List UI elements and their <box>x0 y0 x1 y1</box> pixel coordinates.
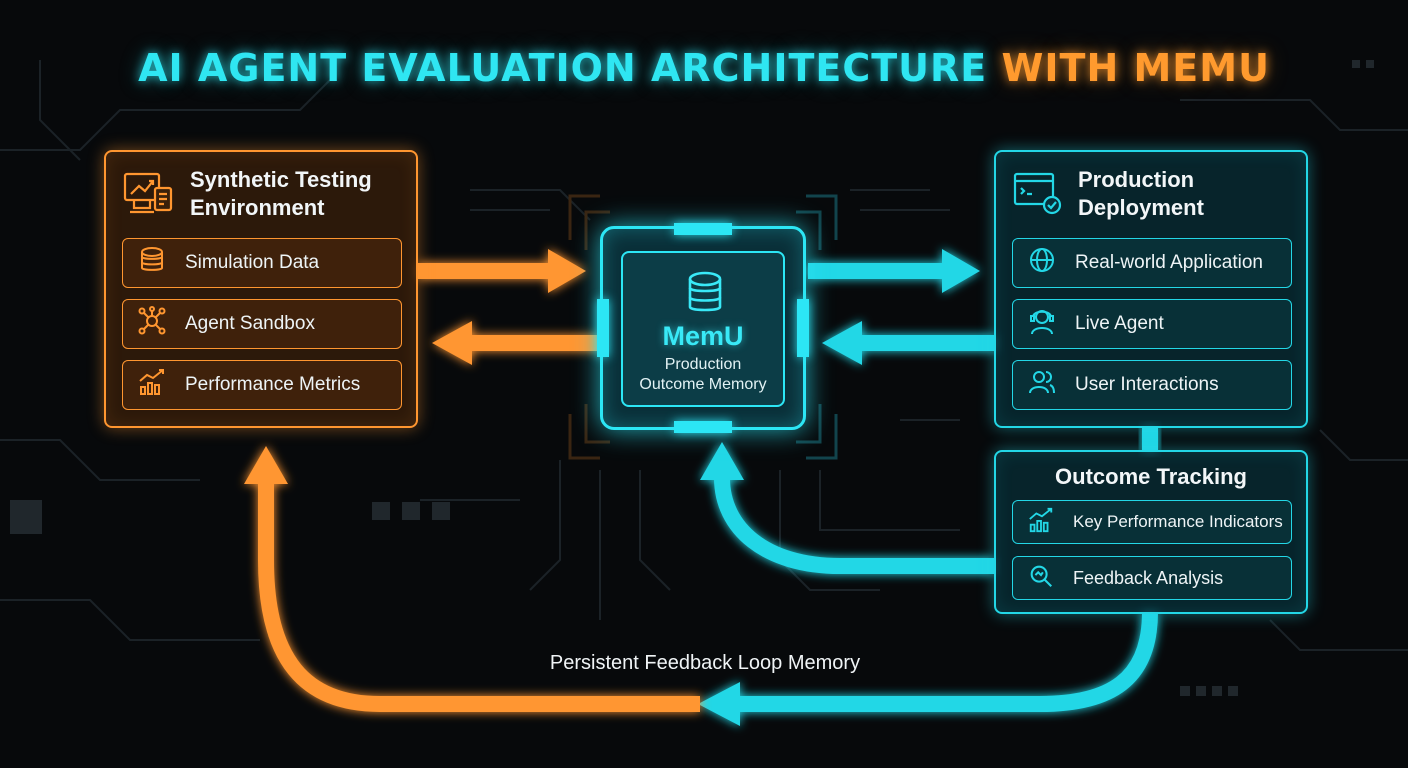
users-icon <box>1027 367 1057 403</box>
kpi-label: Key Performance Indicators <box>1073 512 1283 531</box>
memu-inner-panel: MemU Production Outcome Memory <box>621 251 785 407</box>
production-to-memu-arrow <box>822 321 996 365</box>
real-world-application-label: Real-world Application <box>1075 252 1263 273</box>
feedback-loop-orange-arrow <box>244 446 700 712</box>
feedback-loop-cyan-arrow <box>698 611 1158 726</box>
magnifier-icon <box>1027 562 1055 595</box>
outcome-title: Outcome Tracking <box>1055 464 1247 489</box>
memu-to-production-arrow <box>808 249 980 293</box>
simulation-data-label: Simulation Data <box>185 252 320 273</box>
live-agent-label: Live Agent <box>1075 313 1164 334</box>
monitor-chart-icon <box>122 168 174 220</box>
chip-tab-top <box>674 223 732 235</box>
chip-tab-bottom <box>674 421 732 433</box>
diagram-title: AI AGENT EVALUATION ARCHITECTURE WITH ME… <box>0 46 1408 90</box>
production-deployment-panel: Production Deployment Real-world Applica… <box>994 150 1308 428</box>
kpi-item: Key Performance Indicators <box>1012 500 1292 544</box>
database-icon <box>685 271 725 320</box>
live-agent-item: Live Agent <box>1012 299 1292 349</box>
feedback-loop-label: Persistent Feedback Loop Memory <box>549 652 861 674</box>
headset-agent-icon <box>1027 306 1057 342</box>
network-hub-icon <box>137 306 167 342</box>
chip-tab-left <box>597 299 609 357</box>
memu-subtitle: Production Outcome Memory <box>623 355 783 395</box>
bar-chart-icon <box>137 367 167 403</box>
synthetic-testing-panel: Synthetic Testing Environment Simulation… <box>104 150 418 428</box>
memu-subtitle-line1: Production <box>664 356 742 373</box>
globe-icon <box>1027 245 1057 281</box>
browser-check-icon <box>1012 168 1064 220</box>
user-interactions-item: User Interactions <box>1012 360 1292 410</box>
database-icon <box>137 245 167 281</box>
memu-title: MemU <box>662 321 744 351</box>
feedback-analysis-item: Feedback Analysis <box>1012 556 1292 600</box>
simulation-data-item: Simulation Data <box>122 238 402 288</box>
outcome-to-memu-arrow <box>700 442 994 574</box>
user-interactions-label: User Interactions <box>1075 374 1219 395</box>
outcome-tracking-panel: Outcome Tracking Key Performance Indicat… <box>994 450 1308 614</box>
bar-chart-icon <box>1027 506 1055 539</box>
production-title: Production Deployment <box>1078 167 1204 220</box>
synthetic-to-memu-arrow <box>418 249 586 293</box>
memu-to-synthetic-arrow <box>432 321 598 365</box>
feedback-analysis-label: Feedback Analysis <box>1073 567 1224 588</box>
memu-subtitle-line2: Outcome Memory <box>639 376 767 393</box>
production-outcome-connector <box>1142 426 1158 452</box>
real-world-application-item: Real-world Application <box>1012 238 1292 288</box>
performance-metrics-label: Performance Metrics <box>185 374 361 395</box>
chip-tab-right <box>797 299 809 357</box>
performance-metrics-item: Performance Metrics <box>122 360 402 410</box>
title-accent: WITH MEMU <box>1001 46 1270 90</box>
agent-sandbox-label: Agent Sandbox <box>185 313 315 334</box>
memu-core-chip: MemU Production Outcome Memory <box>597 223 809 433</box>
title-main: AI AGENT EVALUATION ARCHITECTURE <box>138 46 988 90</box>
agent-sandbox-item: Agent Sandbox <box>122 299 402 349</box>
synthetic-title: Synthetic Testing Environment <box>190 167 372 220</box>
